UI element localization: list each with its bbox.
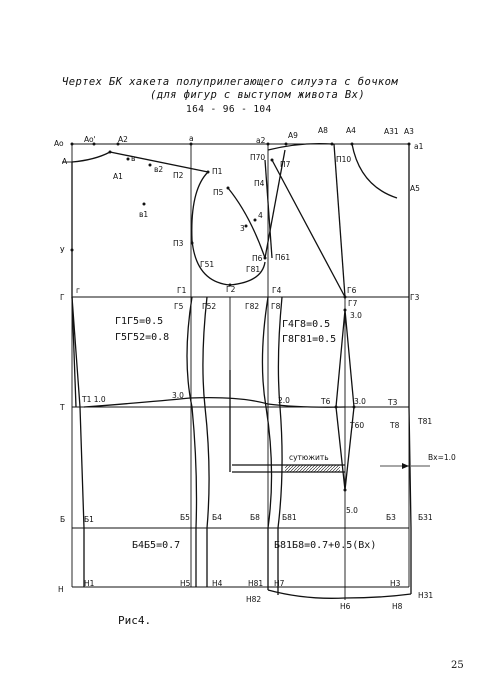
label-B5: Б5 [180, 513, 190, 522]
label-N1: Н1 [84, 579, 95, 588]
label-P2: П2 [173, 171, 184, 180]
label-P6: П6 [252, 254, 263, 263]
label-A1: A1 [113, 172, 123, 181]
label-T6: Т6 [320, 397, 331, 406]
label-G52: Г52 [202, 302, 216, 311]
label-B4: Б4 [212, 513, 222, 522]
label-T3: Т3 [387, 398, 398, 407]
label-A: A [62, 157, 68, 166]
label-P4: П4 [254, 179, 265, 188]
label-T1: Т1 1.0 [81, 395, 106, 404]
label-G3: Г3 [410, 293, 420, 302]
size-designation: 164 - 96 - 104 [186, 104, 272, 115]
label-A31: A31 [384, 127, 399, 136]
formula-G5G52: Г5Г52=0.8 [115, 332, 169, 343]
label-v30a: 3.0 [350, 311, 362, 320]
label-N31: Н31 [418, 591, 433, 600]
label-G5: Г5 [174, 302, 184, 311]
label-T: Т [59, 403, 65, 412]
arrow-marker [402, 463, 409, 469]
label-B1: Б1 [84, 515, 94, 524]
formula-B81B8: Б81Б8=0.7+0.5(Вх) [274, 540, 376, 551]
drawing-subtitle: (для фигур с выступом живота Вх) [150, 89, 366, 101]
label-T60: Т60 [349, 421, 364, 430]
formula-B4B5: Б4Б5=0.7 [132, 540, 180, 551]
label-P70: П70 [250, 153, 265, 162]
label-Ao1: Ao' [84, 135, 96, 144]
label-vx: Вх=1.0 [428, 453, 456, 462]
label-v2: в2 [154, 165, 163, 174]
page-number: 25 [451, 660, 464, 671]
label-v: в [131, 154, 135, 163]
label-G81: Г81 [246, 265, 260, 274]
label-n4: 4 [258, 211, 263, 220]
construction-points [70, 142, 411, 492]
label-v1: в1 [139, 210, 148, 219]
label-T81: Т81 [417, 417, 432, 426]
drawing-title: Чертех БК хакета полуприлегающего силуэт… [62, 76, 399, 88]
point-labels: Ao Ao' A2 a a2 A9 A8 A4 A31 A3 a1 A A1 в… [54, 126, 456, 611]
label-G4: Г4 [272, 286, 282, 295]
formula-G8G81: Г8Г81=0.5 [282, 334, 336, 345]
label-N: Н [58, 585, 64, 594]
formula-G4G8: Г4Г8=0.5 [282, 319, 330, 330]
label-v50: 5.0 [346, 506, 358, 515]
label-G1: Г1 [177, 286, 187, 295]
label-P3: П3 [173, 239, 184, 248]
label-N82: Н82 [246, 595, 261, 604]
label-v30b: 3.0 [172, 391, 184, 400]
formula-G1G5: Г1Г5=0.5 [115, 316, 163, 327]
label-N8: Н8 [392, 602, 403, 611]
label-B3: Б3 [386, 513, 396, 522]
label-a1: a1 [414, 142, 424, 151]
label-G82: Г82 [245, 302, 259, 311]
label-N3: Н3 [390, 579, 401, 588]
label-a2: a2 [256, 136, 266, 145]
label-P10: П10 [336, 155, 351, 164]
label-P7: П7 [280, 160, 291, 169]
label-A9: A9 [288, 131, 298, 140]
label-v20: 2.0 [278, 396, 290, 405]
label-A5: A5 [410, 184, 420, 193]
label-P5: П5 [213, 188, 224, 197]
label-Ao: Ao [54, 139, 64, 148]
label-a: a [189, 134, 194, 143]
label-sutyuzhit: сутюжить [289, 453, 329, 462]
pattern-contours [71, 142, 430, 599]
label-P61: П61 [275, 253, 290, 262]
label-N5: Н5 [180, 579, 191, 588]
label-A2: A2 [118, 135, 128, 144]
label-g: г [76, 286, 80, 295]
label-G2: Г2 [226, 285, 236, 294]
label-A8: A8 [318, 126, 328, 135]
label-U: У [60, 246, 65, 255]
label-n3: 3 [240, 224, 245, 233]
label-G6: Г6 [347, 286, 357, 295]
label-G: Г [60, 293, 65, 302]
label-N81: Н81 [248, 579, 263, 588]
label-B81: Б81 [282, 513, 297, 522]
figure-caption: Рис4. [118, 614, 152, 627]
label-B8: Б8 [250, 513, 260, 522]
label-G51: Г51 [200, 260, 214, 269]
label-N7: Н7 [274, 579, 285, 588]
label-v30c: 3.0 [354, 397, 366, 406]
label-G8: Г8 [271, 302, 281, 311]
label-N6: Н6 [340, 602, 351, 611]
hatched-ease-area [285, 465, 340, 472]
label-A4: A4 [346, 126, 356, 135]
label-B: Б [60, 515, 65, 524]
label-T8: Т8 [389, 421, 400, 430]
label-A3: A3 [404, 127, 414, 136]
label-G7: Г7 [348, 299, 358, 308]
label-N4: Н4 [212, 579, 223, 588]
construction-lines [62, 143, 410, 600]
label-B31: Б31 [418, 513, 433, 522]
label-P1: П1 [212, 167, 223, 176]
